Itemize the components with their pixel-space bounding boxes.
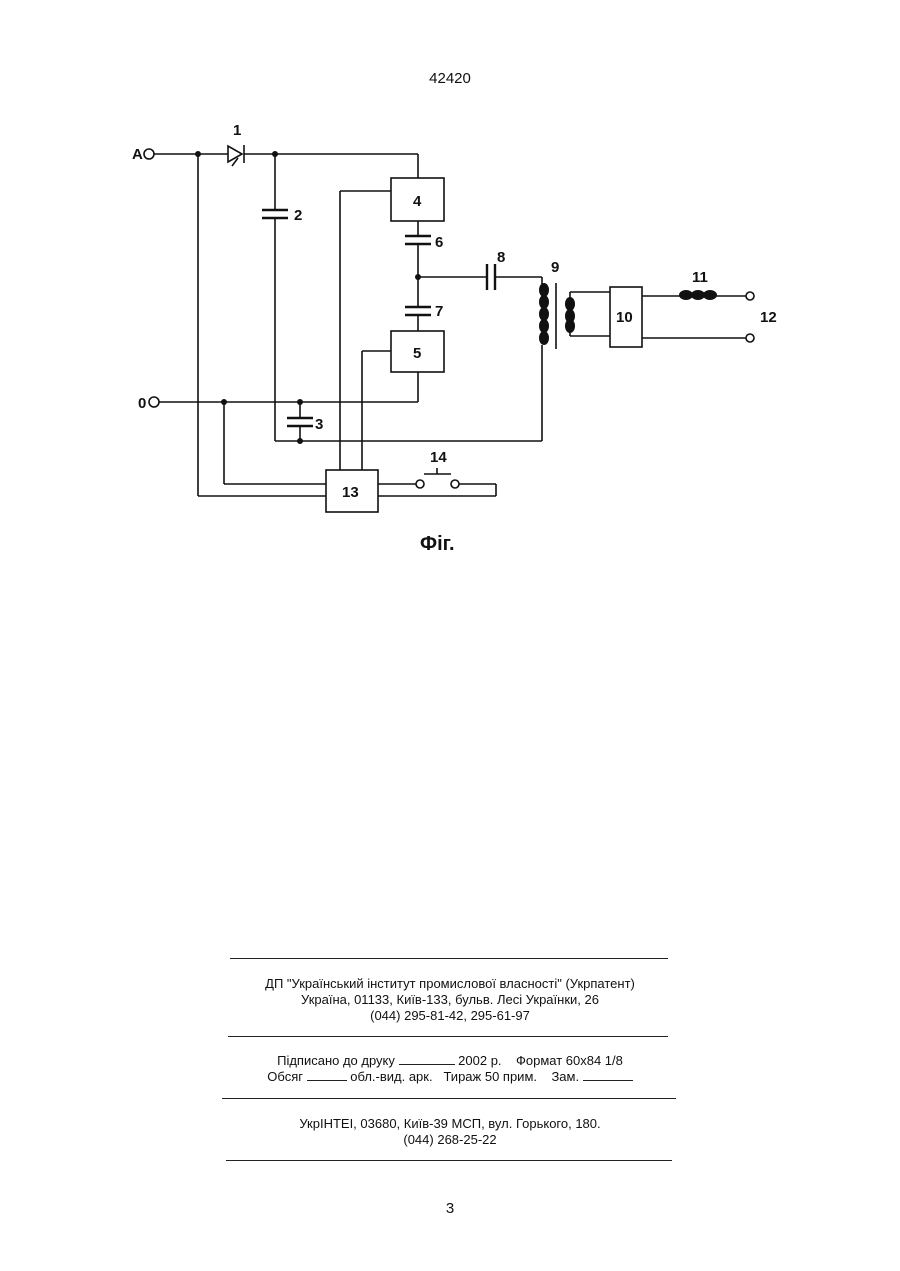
- label-7: 7: [435, 303, 443, 320]
- label-5: 5: [413, 345, 421, 362]
- order-label: Зам.: [551, 1069, 579, 1084]
- publisher-phone: (044) 295-81-42, 295-61-97: [0, 1008, 900, 1024]
- label-2: 2: [294, 207, 302, 224]
- label-1: 1: [233, 122, 241, 139]
- figure-caption: Фіг.: [420, 533, 455, 556]
- label-8: 8: [497, 249, 505, 266]
- year: 2002 р.: [458, 1053, 501, 1068]
- signed-label: Підписано до друку: [277, 1053, 395, 1068]
- divider: [230, 958, 668, 959]
- signed-date-blank: [399, 1054, 455, 1065]
- publisher-name: ДП "Український інститут промислової вла…: [0, 976, 900, 992]
- label-3: 3: [315, 416, 323, 433]
- label-14: 14: [430, 449, 447, 466]
- printer-block: УкрІНТЕІ, 03680, Київ-39 МСП, вул. Горьк…: [0, 1116, 900, 1148]
- label-12: 12: [760, 309, 777, 326]
- divider: [226, 1160, 672, 1161]
- printer-phone: (044) 268-25-22: [0, 1132, 900, 1148]
- format: Формат 60x84 1/8: [516, 1053, 623, 1068]
- label-4: 4: [413, 193, 422, 210]
- divider: [228, 1036, 668, 1037]
- print-details-block: Підписано до друку 2002 р. Формат 60x84 …: [0, 1053, 900, 1085]
- order-blank: [583, 1070, 633, 1081]
- page-number: 3: [0, 1200, 900, 1217]
- publisher-block: ДП "Український інститут промислової вла…: [0, 976, 900, 1024]
- volume-label: Обсяг: [267, 1069, 303, 1084]
- label-11: 11: [692, 269, 708, 286]
- terminal-a-label: A: [132, 146, 143, 163]
- label-9: 9: [551, 259, 559, 276]
- label-6: 6: [435, 234, 443, 251]
- terminal-o-label: 0: [138, 395, 146, 412]
- label-10: 10: [616, 309, 633, 326]
- print-run: Тираж 50 прим.: [443, 1069, 537, 1084]
- label-13: 13: [342, 484, 359, 501]
- circuit-schematic: A 0 1 2 3 4 5 6 7 8 9 10 11 12 13 14: [0, 0, 900, 560]
- printer-address: УкрІНТЕІ, 03680, Київ-39 МСП, вул. Горьк…: [0, 1116, 900, 1132]
- divider: [222, 1098, 676, 1099]
- sheet-unit: обл.-вид. арк.: [350, 1069, 432, 1084]
- volume-blank: [307, 1070, 347, 1081]
- publisher-address: Україна, 01133, Київ-133, бульв. Лесі Ук…: [0, 992, 900, 1008]
